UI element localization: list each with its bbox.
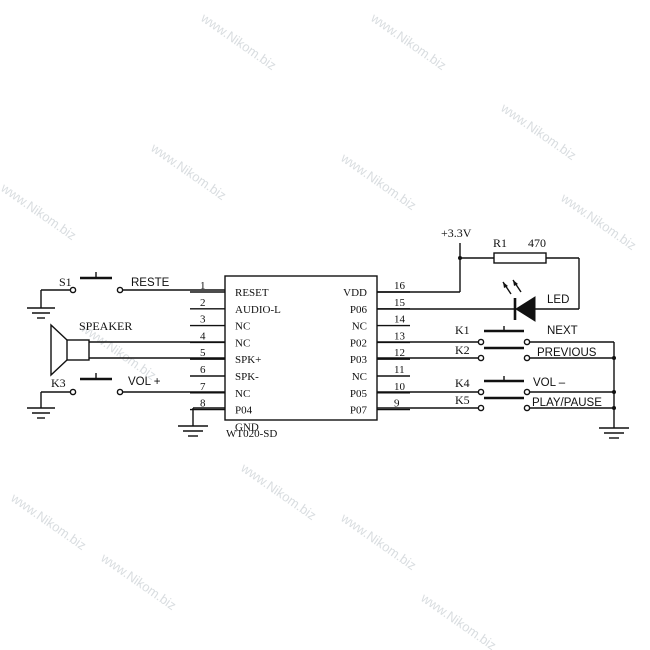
pin-number: 15 bbox=[394, 297, 406, 309]
pin-name: P02 bbox=[350, 337, 367, 349]
s1-reset-switch: S1 RESTE bbox=[40, 272, 225, 308]
watermark-text: www.Nikom.biz bbox=[0, 180, 79, 243]
pin-number: 4 bbox=[200, 330, 206, 342]
chip-left-pin: GND bbox=[235, 421, 259, 433]
ground-symbol-k3 bbox=[27, 407, 55, 419]
pin-name: P06 bbox=[350, 304, 368, 316]
pin-name: NC bbox=[235, 337, 250, 349]
watermark-text: www.Nikom.biz bbox=[7, 490, 89, 553]
led-symbol: LED bbox=[377, 279, 579, 322]
right-ground-rail bbox=[599, 342, 629, 439]
supply-3v3: +3.3V bbox=[377, 226, 494, 293]
led-label: LED bbox=[547, 294, 569, 306]
speaker-label: SPEAKER bbox=[79, 319, 132, 333]
pin-name: AUDIO-L bbox=[235, 304, 281, 316]
pin-number: 1 bbox=[200, 280, 206, 292]
pin-number: 9 bbox=[394, 398, 400, 410]
watermark-text: www.Nikom.biz bbox=[337, 510, 419, 573]
ground-symbol-s1 bbox=[27, 307, 55, 319]
speaker-symbol: SPEAKER bbox=[50, 319, 225, 377]
k1-label: K1 bbox=[455, 323, 470, 337]
pin-name: P03 bbox=[350, 354, 368, 366]
previous-label: PREVIOUS bbox=[537, 347, 597, 359]
chip-left-pin: 3NC bbox=[190, 314, 250, 333]
chip-name: WT020-SD bbox=[226, 428, 277, 440]
pin-number: 13 bbox=[394, 330, 406, 342]
pin-number: 12 bbox=[394, 347, 405, 359]
reste-label: RESTE bbox=[131, 277, 170, 289]
play-pause-label: PLAY/PAUSE bbox=[532, 397, 602, 409]
pin-name: VDD bbox=[343, 287, 367, 299]
r1-value: 470 bbox=[528, 236, 546, 250]
pin-name: SPK- bbox=[235, 371, 259, 383]
chip-ground bbox=[178, 407, 225, 437]
k2-previous-switch: K2 PREVIOUS bbox=[377, 343, 614, 362]
vol-minus-label: VOL – bbox=[533, 377, 566, 389]
k5-play-pause-switch: K5 PLAY/PAUSE bbox=[377, 393, 614, 412]
pin-number: 11 bbox=[394, 364, 405, 376]
watermark-text: www.Nikom.biz bbox=[337, 150, 419, 213]
pin-name: P05 bbox=[350, 388, 368, 400]
pin-number: 2 bbox=[200, 297, 206, 309]
pin-name: P07 bbox=[350, 405, 368, 417]
k1-next-switch: K1 NEXT bbox=[377, 323, 614, 346]
watermark-text: www.Nikom.biz bbox=[197, 10, 279, 73]
pin-number: 5 bbox=[200, 347, 206, 359]
pin-number: 8 bbox=[200, 398, 206, 410]
watermark-text: www.Nikom.biz bbox=[237, 460, 319, 523]
k3-vol-plus-switch: K3 VOL + bbox=[40, 373, 225, 408]
k5-label: K5 bbox=[455, 393, 470, 407]
vol-plus-label: VOL + bbox=[128, 376, 161, 388]
watermark-text: www.Nikom.biz bbox=[497, 100, 579, 163]
k4-vol-minus-switch: K4 VOL – bbox=[377, 376, 614, 396]
pin-number: 7 bbox=[200, 381, 206, 393]
pin-number: 6 bbox=[200, 364, 206, 376]
pin-name: SPK+ bbox=[235, 354, 261, 366]
pin-name: NC bbox=[235, 321, 250, 333]
k2-label: K2 bbox=[455, 343, 470, 357]
watermark-text: www.Nikom.biz bbox=[147, 140, 229, 203]
pin-name: NC bbox=[352, 371, 367, 383]
k4-label: K4 bbox=[455, 376, 470, 390]
watermark-text: www.Nikom.biz bbox=[557, 190, 639, 253]
pin-number: 10 bbox=[394, 381, 406, 393]
pin-name: NC bbox=[235, 388, 250, 400]
chip-left-pin: 7NC bbox=[190, 381, 250, 400]
watermark-text: www.Nikom.biz bbox=[417, 590, 499, 650]
watermark-text: www.Nikom.biz bbox=[97, 550, 179, 613]
k3-label: K3 bbox=[51, 376, 66, 390]
pin-number: 16 bbox=[394, 280, 406, 292]
pin-name: NC bbox=[352, 321, 367, 333]
resistor-r1: R1 470 bbox=[493, 236, 580, 309]
pin-name: GND bbox=[235, 421, 259, 433]
next-label: NEXT bbox=[547, 325, 578, 337]
r1-label: R1 bbox=[493, 236, 507, 250]
pin-name: RESET bbox=[235, 287, 269, 299]
pin-name: P04 bbox=[235, 405, 253, 417]
chip-body bbox=[224, 275, 378, 421]
supply-label: +3.3V bbox=[441, 226, 472, 240]
pin-number: 14 bbox=[394, 314, 406, 326]
s1-label: S1 bbox=[59, 275, 72, 289]
pin-number: 3 bbox=[200, 314, 206, 326]
watermark-text: www.Nikom.biz bbox=[367, 10, 449, 73]
